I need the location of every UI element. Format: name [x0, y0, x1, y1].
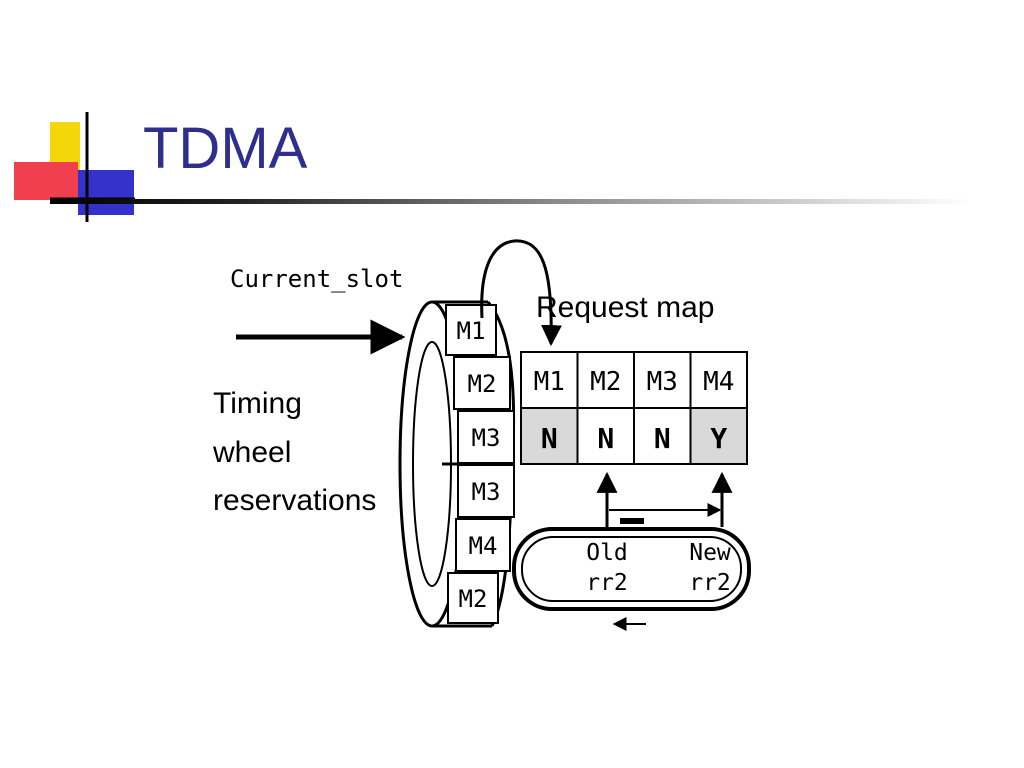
request-map-value-cell — [520, 407, 579, 465]
request-map-header-cell — [689, 351, 748, 409]
request-map-table: M1N M2N M3N M4Y — [520, 351, 748, 465]
round-robin-box: Old rr2 New rr2 — [512, 527, 751, 611]
advance-arrow-smudge — [620, 518, 644, 524]
timing-wheel-label-line-1: Timing — [213, 387, 302, 420]
wheel-slot-label: M2 — [468, 370, 497, 398]
request-map-header-cell — [576, 351, 635, 409]
request-map-value-cell — [633, 407, 692, 465]
request-map-value-label: N — [541, 422, 558, 455]
wheel-slot-cell — [455, 518, 511, 572]
wheel-slot: M2 — [453, 356, 511, 410]
new-pointer-label: New — [689, 540, 731, 566]
round-robin-inner — [521, 536, 742, 602]
slot-to-map-arrow — [480, 239, 562, 347]
request-map-header-label: M2 — [590, 367, 621, 397]
wheel-slot: M3 — [457, 464, 515, 518]
logo-red-square — [14, 162, 78, 200]
wheel-slot-label: M3 — [472, 478, 501, 506]
request-map-title: Request map — [536, 291, 714, 324]
wheel-slot-cell — [447, 572, 499, 624]
wheel-slot-label: M2 — [459, 585, 488, 613]
round-robin-outer — [512, 527, 751, 611]
current-slot-label: Current_slot — [230, 265, 403, 293]
wheel-slot-cell — [457, 464, 515, 518]
old-pointer-label: Old — [586, 540, 628, 566]
wheel-slot-cell — [445, 304, 497, 356]
request-map-value-label: N — [654, 422, 671, 455]
request-map-header-label: M1 — [534, 367, 565, 397]
wheel-slot: M3 — [457, 410, 515, 464]
request-map-value-cell — [576, 407, 635, 465]
wheel-slot-cell — [457, 410, 515, 464]
request-map-header-cell — [633, 351, 692, 409]
request-map-header-label: M4 — [703, 367, 734, 397]
wheel-slot: M4 — [455, 518, 511, 572]
wheel-slot-cell — [453, 356, 511, 410]
old-pointer-value: rr2 — [586, 570, 628, 596]
request-map-value-cell — [689, 407, 748, 465]
new-pointer-value: rr2 — [689, 570, 731, 596]
wheel-slot-label: M4 — [469, 532, 498, 560]
request-map-value-label: Y — [710, 422, 727, 455]
request-map-header-cell — [520, 351, 579, 409]
timing-wheel-label-line-3: reservations — [213, 484, 376, 517]
timing-wheel-label-line-2: wheel — [212, 436, 291, 469]
request-map-header-label: M3 — [647, 367, 678, 397]
wheel-slot-label: M3 — [472, 424, 501, 452]
wheel-slot-label: M1 — [457, 317, 486, 345]
wheel-slot: M2 — [447, 572, 499, 624]
slide-title: TDMA — [143, 116, 308, 181]
wheel-slot: M1 — [445, 304, 497, 356]
request-map-value-label: N — [597, 422, 614, 455]
title-divider — [50, 199, 970, 204]
